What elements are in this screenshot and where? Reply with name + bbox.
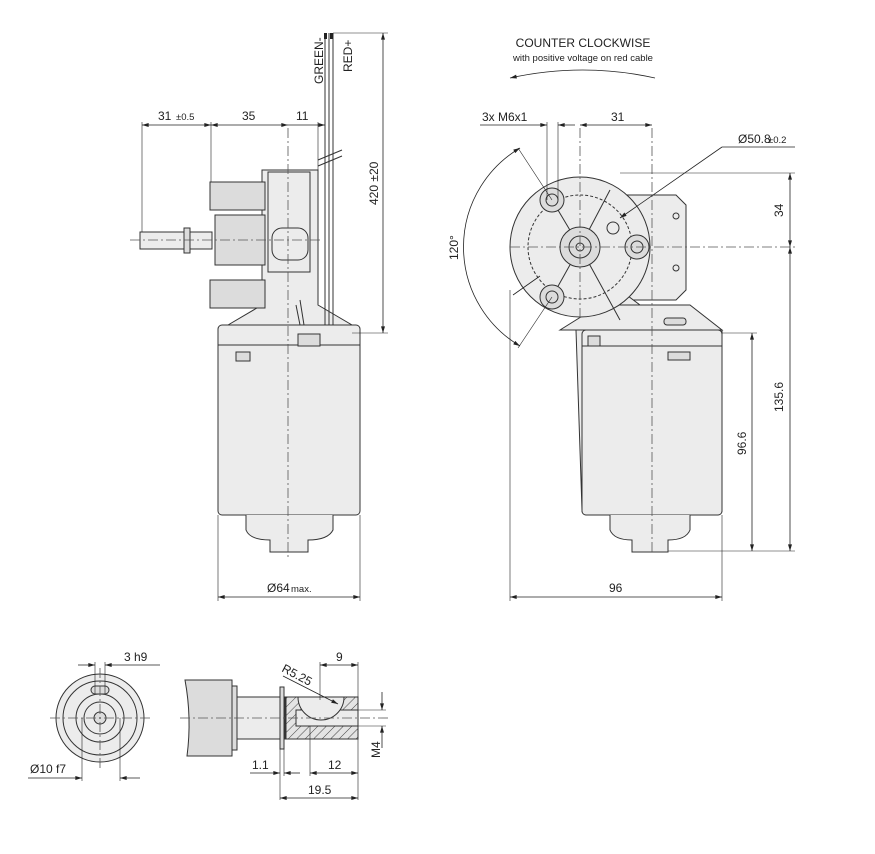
width-dimension: 96 xyxy=(509,290,723,601)
shaft-detail-view: M4 R5.25 9 1.1 12 19.5 xyxy=(180,650,390,800)
dim-height-top: 34 xyxy=(772,203,786,217)
dim-axis-to-plate: 11 xyxy=(296,109,309,123)
height-dimensions: 34 135.6 96.6 xyxy=(620,172,795,552)
dim-thread-depth: 12 xyxy=(328,758,342,772)
dim-key-pos: 9 xyxy=(336,650,343,664)
dim-total-height: 135.6 xyxy=(772,382,786,412)
front-view: COUNTER CLOCKWISE with positive voltage … xyxy=(447,36,795,601)
dim-cable-length: 420 ±20 xyxy=(367,161,381,205)
gear-housing xyxy=(509,176,687,321)
dim-diameter-note: max. xyxy=(291,584,312,595)
dim-shaft-diameter: Ø10 f7 xyxy=(30,762,66,776)
dim-diameter: Ø64 xyxy=(267,581,290,595)
dim-motor-height: 96.6 xyxy=(735,431,749,455)
rotation-subtitle: with positive voltage on red cable xyxy=(512,53,653,64)
angle-dimension: 120° xyxy=(447,147,553,349)
dim-threads: 3x M6x1 xyxy=(482,110,528,124)
dim-shaft-length: 31 xyxy=(158,109,172,123)
motor-can xyxy=(217,324,361,553)
diameter-dimension: Ø64 max. xyxy=(217,515,361,601)
rotation-arrow xyxy=(509,69,656,79)
dim-gear-to-axis: 35 xyxy=(242,109,256,123)
dim-offset: 31 xyxy=(611,110,625,124)
dim-shaft-tol: ±0.5 xyxy=(176,112,194,123)
motor-can xyxy=(558,304,724,553)
dim-bolt-circle: Ø50.8 xyxy=(738,132,771,146)
cable-length-dimension: 420 ±20 xyxy=(333,32,388,334)
dim-thread: M4 xyxy=(369,741,383,758)
cables xyxy=(317,33,343,325)
dim-width: 96 xyxy=(609,581,623,595)
dim-shaft-length: 19.5 xyxy=(308,783,332,797)
shaft-end-view: 3 h9 Ø10 f7 xyxy=(28,650,160,781)
output-shaft xyxy=(139,227,213,254)
cable-green-label: GREEN- xyxy=(312,37,326,84)
thread-dimension: 3x M6x1 31 xyxy=(480,110,652,200)
gearbox xyxy=(209,169,354,347)
dim-radius: R5.25 xyxy=(280,661,315,689)
dim-washer: 1.1 xyxy=(252,758,269,772)
side-view: 31 ±0.5 35 11 GREEN- RED+ 420 ±20 Ø64 ma… xyxy=(130,32,388,601)
bolt-circle-dimension: Ø50.8 ±0.2 xyxy=(512,132,795,296)
dim-bolt-circle-tol: ±0.2 xyxy=(768,135,786,146)
dim-key: 3 h9 xyxy=(124,650,148,664)
dim-angle: 120° xyxy=(447,235,461,260)
top-dimensions: 31 ±0.5 35 11 xyxy=(141,109,325,232)
rotation-title: COUNTER CLOCKWISE xyxy=(516,36,651,50)
cable-red-label: RED+ xyxy=(341,40,355,72)
